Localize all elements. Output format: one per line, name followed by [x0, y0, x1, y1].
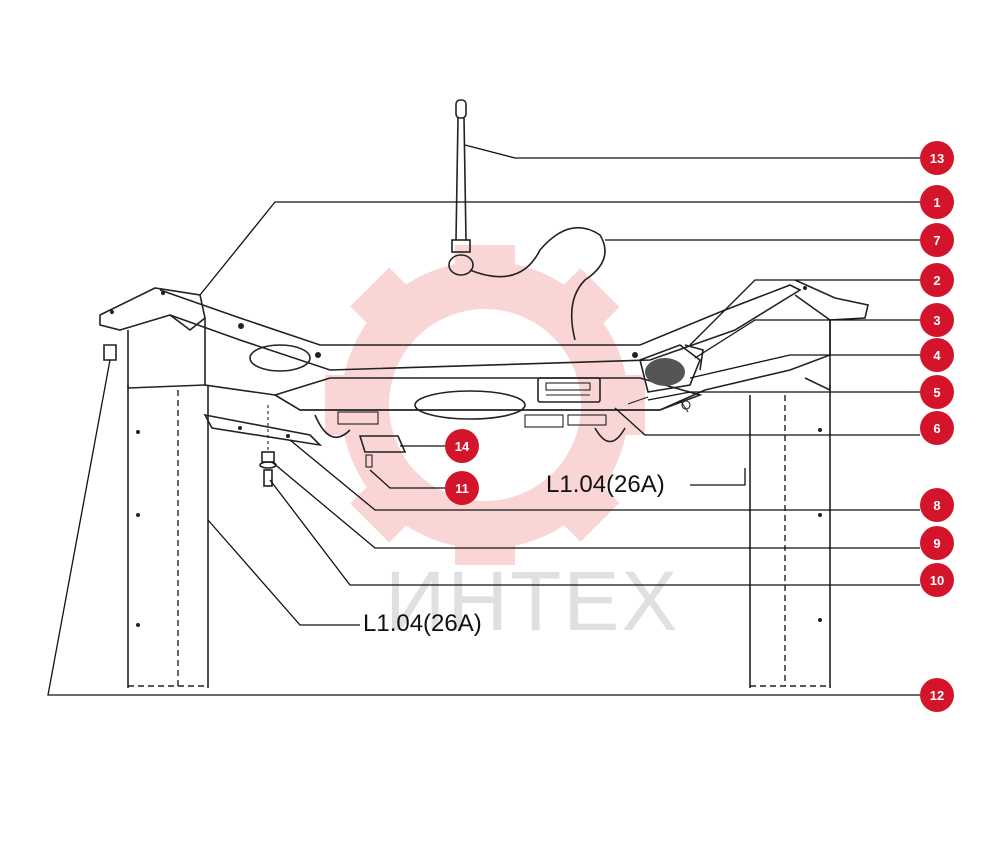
- svg-text:12: 12: [930, 688, 944, 703]
- svg-text:5: 5: [933, 385, 940, 400]
- callout-2: 2: [920, 263, 954, 297]
- svg-text:3: 3: [933, 313, 940, 328]
- callout-5: 5: [920, 375, 954, 409]
- svg-text:10: 10: [930, 573, 944, 588]
- overhead-console: [99, 279, 869, 443]
- part-11: [365, 454, 373, 468]
- svg-text:13: 13: [930, 151, 944, 166]
- svg-text:11: 11: [455, 481, 469, 496]
- svg-text:2: 2: [933, 273, 940, 288]
- bolt-parts: [103, 344, 277, 487]
- reference-label-left: L1.04(26A): [363, 610, 482, 637]
- leader-lines: [47, 144, 920, 696]
- antenna: [448, 99, 606, 341]
- callout-13: 13: [920, 141, 954, 175]
- callout-10: 10: [920, 563, 954, 597]
- svg-text:8: 8: [933, 498, 940, 513]
- callout-14: 14: [445, 429, 479, 463]
- watermark-text: ИНТЕХ: [385, 554, 679, 648]
- svg-text:4: 4: [933, 348, 941, 363]
- callout-9: 9: [920, 526, 954, 560]
- watermark-gear-icon: [325, 245, 645, 565]
- callout-3: 3: [920, 303, 954, 337]
- callout-6: 6: [920, 411, 954, 445]
- svg-text:6: 6: [933, 421, 940, 436]
- mounting-plate: [203, 413, 323, 447]
- callout-8: 8: [920, 488, 954, 522]
- left-column: [127, 385, 209, 688]
- part-14: [358, 435, 407, 453]
- bracket-part: [627, 396, 689, 413]
- callout-12: 12: [920, 678, 954, 712]
- callout-11: 11: [445, 471, 479, 505]
- screw-part: [681, 400, 691, 410]
- callout-4: 4: [920, 338, 954, 372]
- svg-text:14: 14: [455, 439, 470, 454]
- radio-unit: [537, 377, 601, 403]
- reference-label-right: L1.04(26A): [546, 471, 665, 498]
- callout-1: 1: [920, 185, 954, 219]
- right-column: [749, 385, 831, 688]
- svg-text:7: 7: [933, 233, 940, 248]
- callout-7: 7: [920, 223, 954, 257]
- svg-text:1: 1: [933, 195, 940, 210]
- svg-text:9: 9: [933, 536, 940, 551]
- speaker-unit: [639, 344, 704, 393]
